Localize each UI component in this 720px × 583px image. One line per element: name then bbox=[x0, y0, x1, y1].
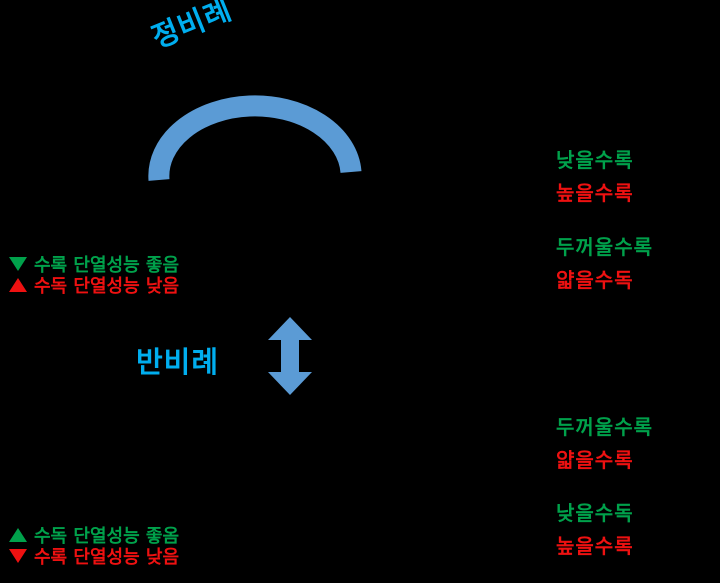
legend-row: 수독 단열성능 좋옴 bbox=[0, 524, 180, 547]
note-block-3: 두꺼울수록 얇을수록 bbox=[556, 417, 653, 470]
legend-top: 수록 단열성능 좋음 수독 단열성능 낮음 bbox=[0, 253, 180, 297]
legend-row: 수독 단열성능 낮음 bbox=[0, 274, 180, 297]
note-line: 낮을수록 bbox=[556, 148, 634, 172]
note-line: 두꺼울수록 bbox=[556, 235, 653, 259]
triangle-up-icon bbox=[9, 527, 27, 542]
legend-row: 수록 단열성능 낮음 bbox=[0, 545, 180, 568]
note-line: 높을수록 bbox=[556, 181, 634, 205]
proportional-heading: 정비례 bbox=[146, 0, 237, 55]
inverse-double-arrow-icon bbox=[268, 317, 312, 395]
note-line: 높을수록 bbox=[556, 534, 634, 558]
note-line: 낮을수독 bbox=[556, 501, 634, 525]
legend-label: 수록 단열성능 낮음 bbox=[34, 546, 180, 568]
note-block-4: 낮을수독 높을수록 bbox=[556, 503, 634, 556]
legend-label: 수독 단열성능 낮음 bbox=[34, 275, 180, 297]
note-line: 두꺼울수록 bbox=[556, 415, 653, 439]
triangle-down-icon bbox=[9, 256, 27, 271]
inverse-heading: 반비례 bbox=[136, 345, 220, 379]
note-line: 얇을수독 bbox=[556, 268, 634, 292]
note-block-2: 두꺼울수록 얇을수독 bbox=[556, 237, 653, 290]
legend-row: 수록 단열성능 좋음 bbox=[0, 253, 180, 276]
legend-bottom: 수독 단열성능 좋옴 수록 단열성능 낮음 bbox=[0, 524, 180, 568]
triangle-up-icon bbox=[9, 277, 27, 292]
triangle-down-icon bbox=[9, 548, 27, 563]
note-block-1: 낮을수록 높을수록 bbox=[556, 150, 634, 203]
note-line: 얇을수록 bbox=[556, 448, 634, 472]
legend-label: 수독 단열성능 좋옴 bbox=[34, 525, 180, 547]
proportional-arc-icon bbox=[148, 95, 362, 181]
legend-label: 수록 단열성능 좋음 bbox=[34, 254, 180, 276]
